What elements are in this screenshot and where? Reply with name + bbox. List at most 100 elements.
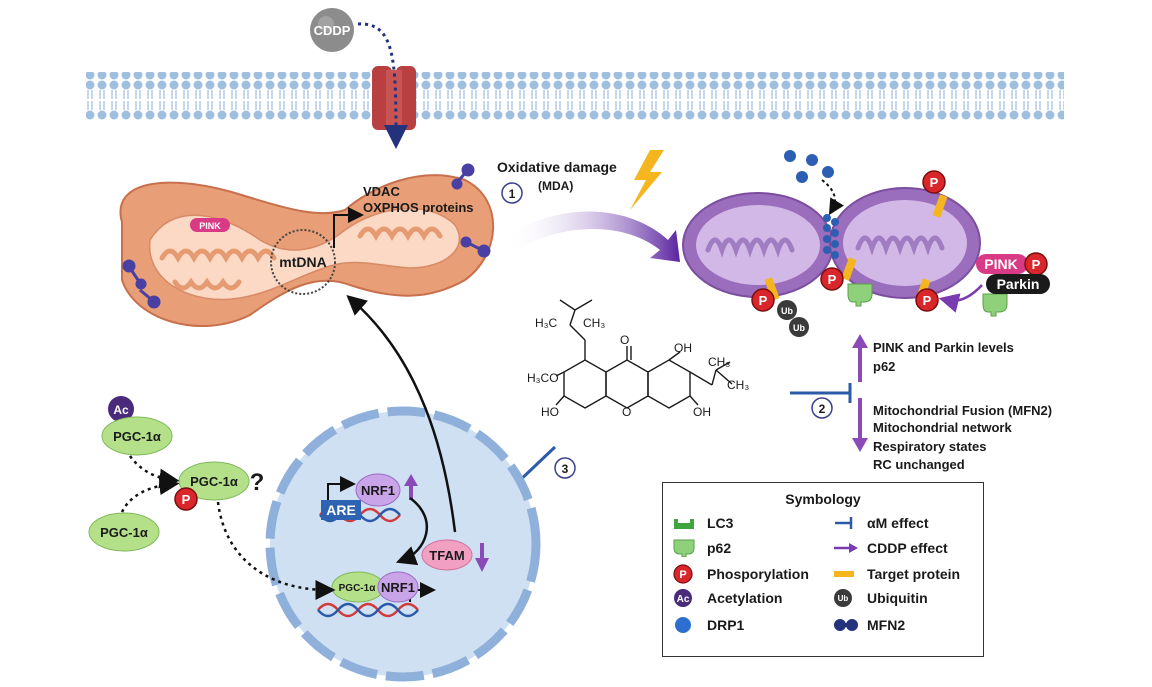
effect-down-2: Mitochondrial network [873, 420, 1012, 435]
tfam-label: TFAM [429, 548, 464, 563]
membrane-channel [372, 66, 416, 130]
lc3-icon [673, 513, 703, 533]
legend-item-am-effect: αM effect [833, 513, 929, 533]
step-1-number: 1 [509, 187, 516, 201]
ub-label-2: Ub [793, 323, 805, 333]
drp1-icon [673, 615, 703, 635]
pink-tag-label: PINK [199, 221, 221, 231]
ubiquitin-chain: Ub Ub [777, 300, 809, 337]
pgc1a-phos-arrow [120, 475, 180, 513]
drp1-free [784, 150, 834, 183]
phosphorylation-sites: P P P P [751, 170, 946, 312]
ub-label-1: Ub [781, 306, 793, 316]
oxidative-damage-label: Oxidative damage [497, 159, 617, 175]
pgc1a-phosphorylated-label: PGC-1α [190, 474, 238, 489]
oxidative-damage-arrow [505, 211, 680, 262]
legend-label-drp1: DRP1 [707, 617, 745, 633]
legend-label-phosphorylation: Phosporylation [707, 566, 809, 582]
acetylation-icon: Ac [673, 588, 703, 608]
legend-label-p62: p62 [707, 540, 732, 556]
step-1-marker: 1 [501, 182, 523, 204]
pink-p-label: P [1032, 257, 1041, 272]
legend-label-cddp-effect: CDDP effect [867, 540, 948, 556]
nrf1-cycle-arrow [395, 496, 429, 566]
legend-item-mfn2: MFN2 [833, 615, 905, 635]
chem-oh-right: OH [693, 405, 711, 419]
mtdna-transcription-arrow [333, 207, 364, 248]
phosphorylation-icon: P [673, 564, 703, 584]
effect-down-4: RC unchanged [873, 457, 965, 472]
pgc1a-acetylated-label: PGC-1α [113, 429, 161, 444]
nrf1-lower: NRF1 [377, 571, 419, 603]
legend-item-lc3: LC3 [673, 513, 733, 533]
pgc1a-to-nucleus-arrow [216, 501, 336, 600]
chem-ho-left: HO [541, 405, 559, 419]
effect-up-arrow [852, 334, 868, 382]
chem-ch3-top-right: CH₃ [583, 316, 605, 330]
pgc1a-acetyl-arrow [128, 455, 180, 489]
vdac-markers [122, 163, 491, 309]
legend-item-target-protein: Target protein [833, 564, 960, 584]
are-element: ARE [319, 476, 401, 523]
effect-up-1: PINK and Parkin levels [873, 340, 1014, 355]
legend-label-target-protein: Target protein [867, 566, 961, 582]
legend-glyph-ac: Ac [677, 594, 690, 605]
pgc1a-p-label: P [182, 492, 191, 507]
chem-o-carbonyl: O [620, 333, 629, 347]
chem-ch3-right-bottom: CH₃ [727, 378, 749, 392]
lightning-icon [630, 150, 664, 210]
legend-item-acetylation: Ac Acetylation [673, 588, 782, 608]
legend-label-mfn2: MFN2 [867, 617, 906, 633]
pgc1a-nuclear: PGC-1α [331, 571, 385, 603]
effect-down-3: Respiratory states [873, 439, 986, 454]
parkin-box-label: Parkin [997, 276, 1040, 292]
legend-glyph-ub: Ub [838, 594, 849, 603]
legend-label-am-effect: αM effect [867, 515, 929, 531]
mitochondrion-healthy [119, 174, 495, 328]
p-label-1: P [930, 175, 939, 190]
pgc1a-free: PGC-1α [88, 512, 160, 552]
pink-parkin-complex: PINK P Parkin [976, 252, 1050, 294]
chem-oh-top: OH [674, 341, 692, 355]
mitochondrion-damaged [682, 187, 981, 299]
mda-label: (MDA) [538, 179, 573, 193]
cddp-label: CDDP [314, 23, 351, 38]
cddp-molecule: CDDP [310, 8, 354, 52]
nrf1-upper: NRF1 [355, 473, 401, 507]
nucleus [265, 406, 541, 682]
effect-down-arrow [852, 398, 868, 452]
p62-icon [673, 538, 703, 558]
cell-membrane [86, 72, 1064, 120]
effect-down-1: Mitochondrial Fusion (MFN2) [873, 403, 1052, 418]
chem-o-ring: O [622, 405, 631, 419]
pgc1a-acetylated: PGC-1α [101, 416, 173, 456]
mtdna-label: mtDNA [279, 254, 326, 270]
tfam-down-arrow [475, 543, 489, 572]
drp1-recruit-arrow [821, 179, 845, 216]
legend-label-lc3: LC3 [707, 515, 734, 531]
chem-h3c-top: H₃C [535, 316, 558, 330]
mtdna-circle: mtDNA [270, 229, 336, 295]
pgc1a-free-label: PGC-1α [100, 525, 148, 540]
alpha-mangostin-structure [555, 299, 733, 409]
chem-ch3-right-top: CH₃ [708, 355, 730, 369]
chem-h3co: H₃CO [527, 371, 559, 385]
inhibition-2: 2 [790, 383, 852, 419]
p-label-4: P [759, 293, 768, 308]
question-mark: ? [250, 469, 265, 496]
pgc1a-phosphorylated: PGC-1α P ? [174, 461, 265, 511]
vdac-label: VDAC [363, 184, 400, 199]
oxphos-label: OXPHOS proteins [363, 200, 474, 215]
inhibition-icon [833, 513, 863, 533]
legend-label-ubiquitin: Ubiquitin [867, 590, 928, 606]
ac-label: Ac [113, 403, 129, 417]
effect-up-2: p62 [873, 359, 895, 374]
step-3-number: 3 [562, 462, 569, 476]
nrf1-upper-label: NRF1 [361, 483, 395, 498]
drp1-ring [823, 214, 839, 259]
step-2-number: 2 [819, 402, 826, 416]
legend-label-acetylation: Acetylation [707, 590, 783, 606]
nuclear-signal-arrow [346, 295, 457, 533]
arrow-icon [833, 538, 863, 558]
